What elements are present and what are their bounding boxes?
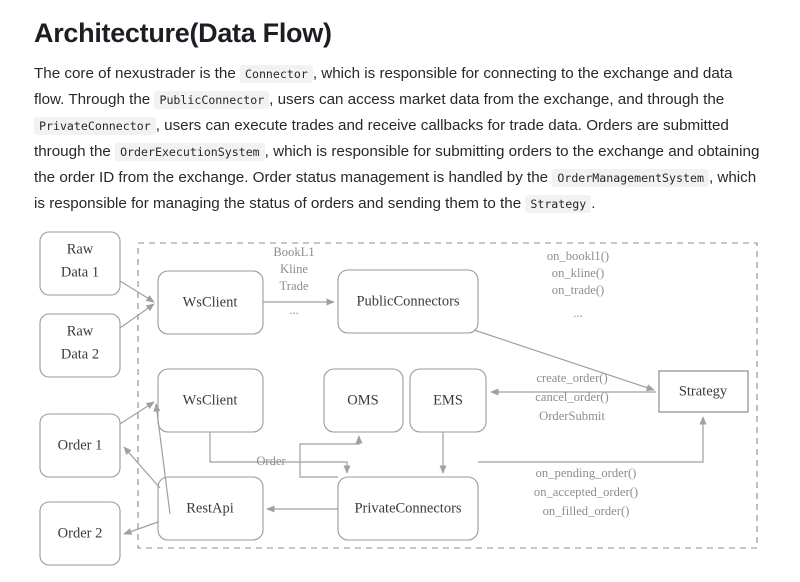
edge-privateconnectors-strategy [478, 416, 707, 463]
intro-text-2: , which is responsible for connecting to… [34, 65, 733, 108]
intro-text-5: , which is responsible for submitting or… [34, 143, 760, 186]
node-raw-data-1-line1: Raw [67, 241, 94, 257]
edge-label-market-ellipsis: ... [289, 303, 298, 317]
node-strategy-label: Strategy [679, 383, 728, 399]
node-rest-api-label: RestApi [186, 500, 234, 516]
code-public-connector: PublicConnector [154, 91, 270, 109]
node-private-connectors-label: PrivateConnectors [354, 500, 461, 516]
code-order-management-system: OrderManagementSystem [552, 169, 709, 187]
edge-label-cancel-order: cancel_order() [535, 390, 608, 404]
intro-text-3: , users can access market data from the … [269, 91, 725, 108]
node-ws-client-bottom-label: WsClient [183, 392, 238, 408]
node-ws-client-bottom: WsClient [157, 368, 264, 433]
edge-restapi-wsclient [153, 403, 171, 515]
node-ems-label: EMS [433, 392, 463, 408]
document-body: Architecture(Data Flow) The core of nexu… [0, 0, 800, 217]
edge-rawdata1-wsclient [119, 280, 155, 303]
intro-text-1: The core of nexustrader is the [34, 65, 240, 82]
edge-label-order: Order [256, 454, 286, 468]
edge-label-kline: Kline [280, 262, 308, 276]
edge-label-trade: Trade [280, 279, 309, 293]
edge-restapi-order2 [123, 521, 159, 535]
edge-label-order-submit: OrderSubmit [539, 409, 605, 423]
edge-rawdata2-wsclient [119, 303, 155, 329]
code-strategy: Strategy [525, 195, 592, 213]
node-order-1: Order 1 [39, 413, 121, 478]
node-raw-data-2: Raw Data 2 [39, 313, 121, 378]
edge-label-callbacks-ellipsis: ... [573, 306, 582, 320]
system-boundary [137, 242, 758, 549]
edge-label-bookl1: BookL1 [273, 245, 314, 259]
edge-label-create-order: create_order() [536, 371, 607, 385]
intro-paragraph: The core of nexustrader is the Connector… [34, 61, 766, 217]
intro-text-4: , users can execute trades and receive c… [34, 117, 729, 160]
node-raw-data-2-line1: Raw [67, 323, 94, 339]
node-rest-api: RestApi [157, 476, 264, 541]
node-raw-data-2-line2: Data 2 [61, 346, 99, 362]
node-ems: EMS [409, 368, 487, 433]
node-ws-client-top-label: WsClient [183, 294, 238, 310]
intro-text-7: . [591, 195, 596, 212]
node-order-1-label: Order 1 [58, 437, 103, 453]
node-oms: OMS [323, 368, 404, 433]
edge-label-on-trade: on_trade() [552, 283, 604, 297]
node-ws-client-top: WsClient [157, 270, 264, 335]
node-private-connectors: PrivateConnectors [337, 476, 479, 541]
architecture-diagram: Raw Data 1 Raw Data 2 Order 1 Order 2 Ws… [0, 222, 800, 582]
node-strategy: Strategy [658, 370, 749, 413]
edge-publicconnectors-strategy [473, 329, 655, 391]
node-public-connectors: PublicConnectors [337, 269, 479, 334]
node-public-connectors-label: PublicConnectors [356, 293, 459, 309]
node-oms-label: OMS [347, 392, 378, 408]
edge-order1-wsclient [119, 401, 155, 425]
edge-restapi-order1 [123, 446, 161, 489]
page-title: Architecture(Data Flow) [34, 18, 332, 48]
edge-label-on-pending-order: on_pending_order() [536, 466, 637, 480]
intro-text-6: , which is responsible for managing the … [34, 169, 757, 212]
code-private-connector: PrivateConnector [34, 117, 156, 135]
node-raw-data-1-line2: Data 1 [61, 264, 99, 280]
node-order-2-label: Order 2 [58, 525, 103, 541]
code-connector: Connector [239, 65, 313, 83]
edge-label-on-filled-order: on_filled_order() [543, 504, 630, 518]
node-raw-data-1: Raw Data 1 [39, 231, 121, 296]
edge-label-on-kline: on_kline() [552, 266, 604, 280]
edge-label-on-bookl1: on_bookl1() [547, 249, 609, 263]
edge-wsclient-privateconnectors-order [209, 432, 351, 474]
edge-privateconnectors-oms [299, 435, 363, 478]
node-order-2: Order 2 [39, 501, 121, 566]
code-order-execution-system: OrderExecutionSystem [115, 143, 265, 161]
edge-label-on-accepted-order: on_accepted_order() [534, 485, 638, 499]
